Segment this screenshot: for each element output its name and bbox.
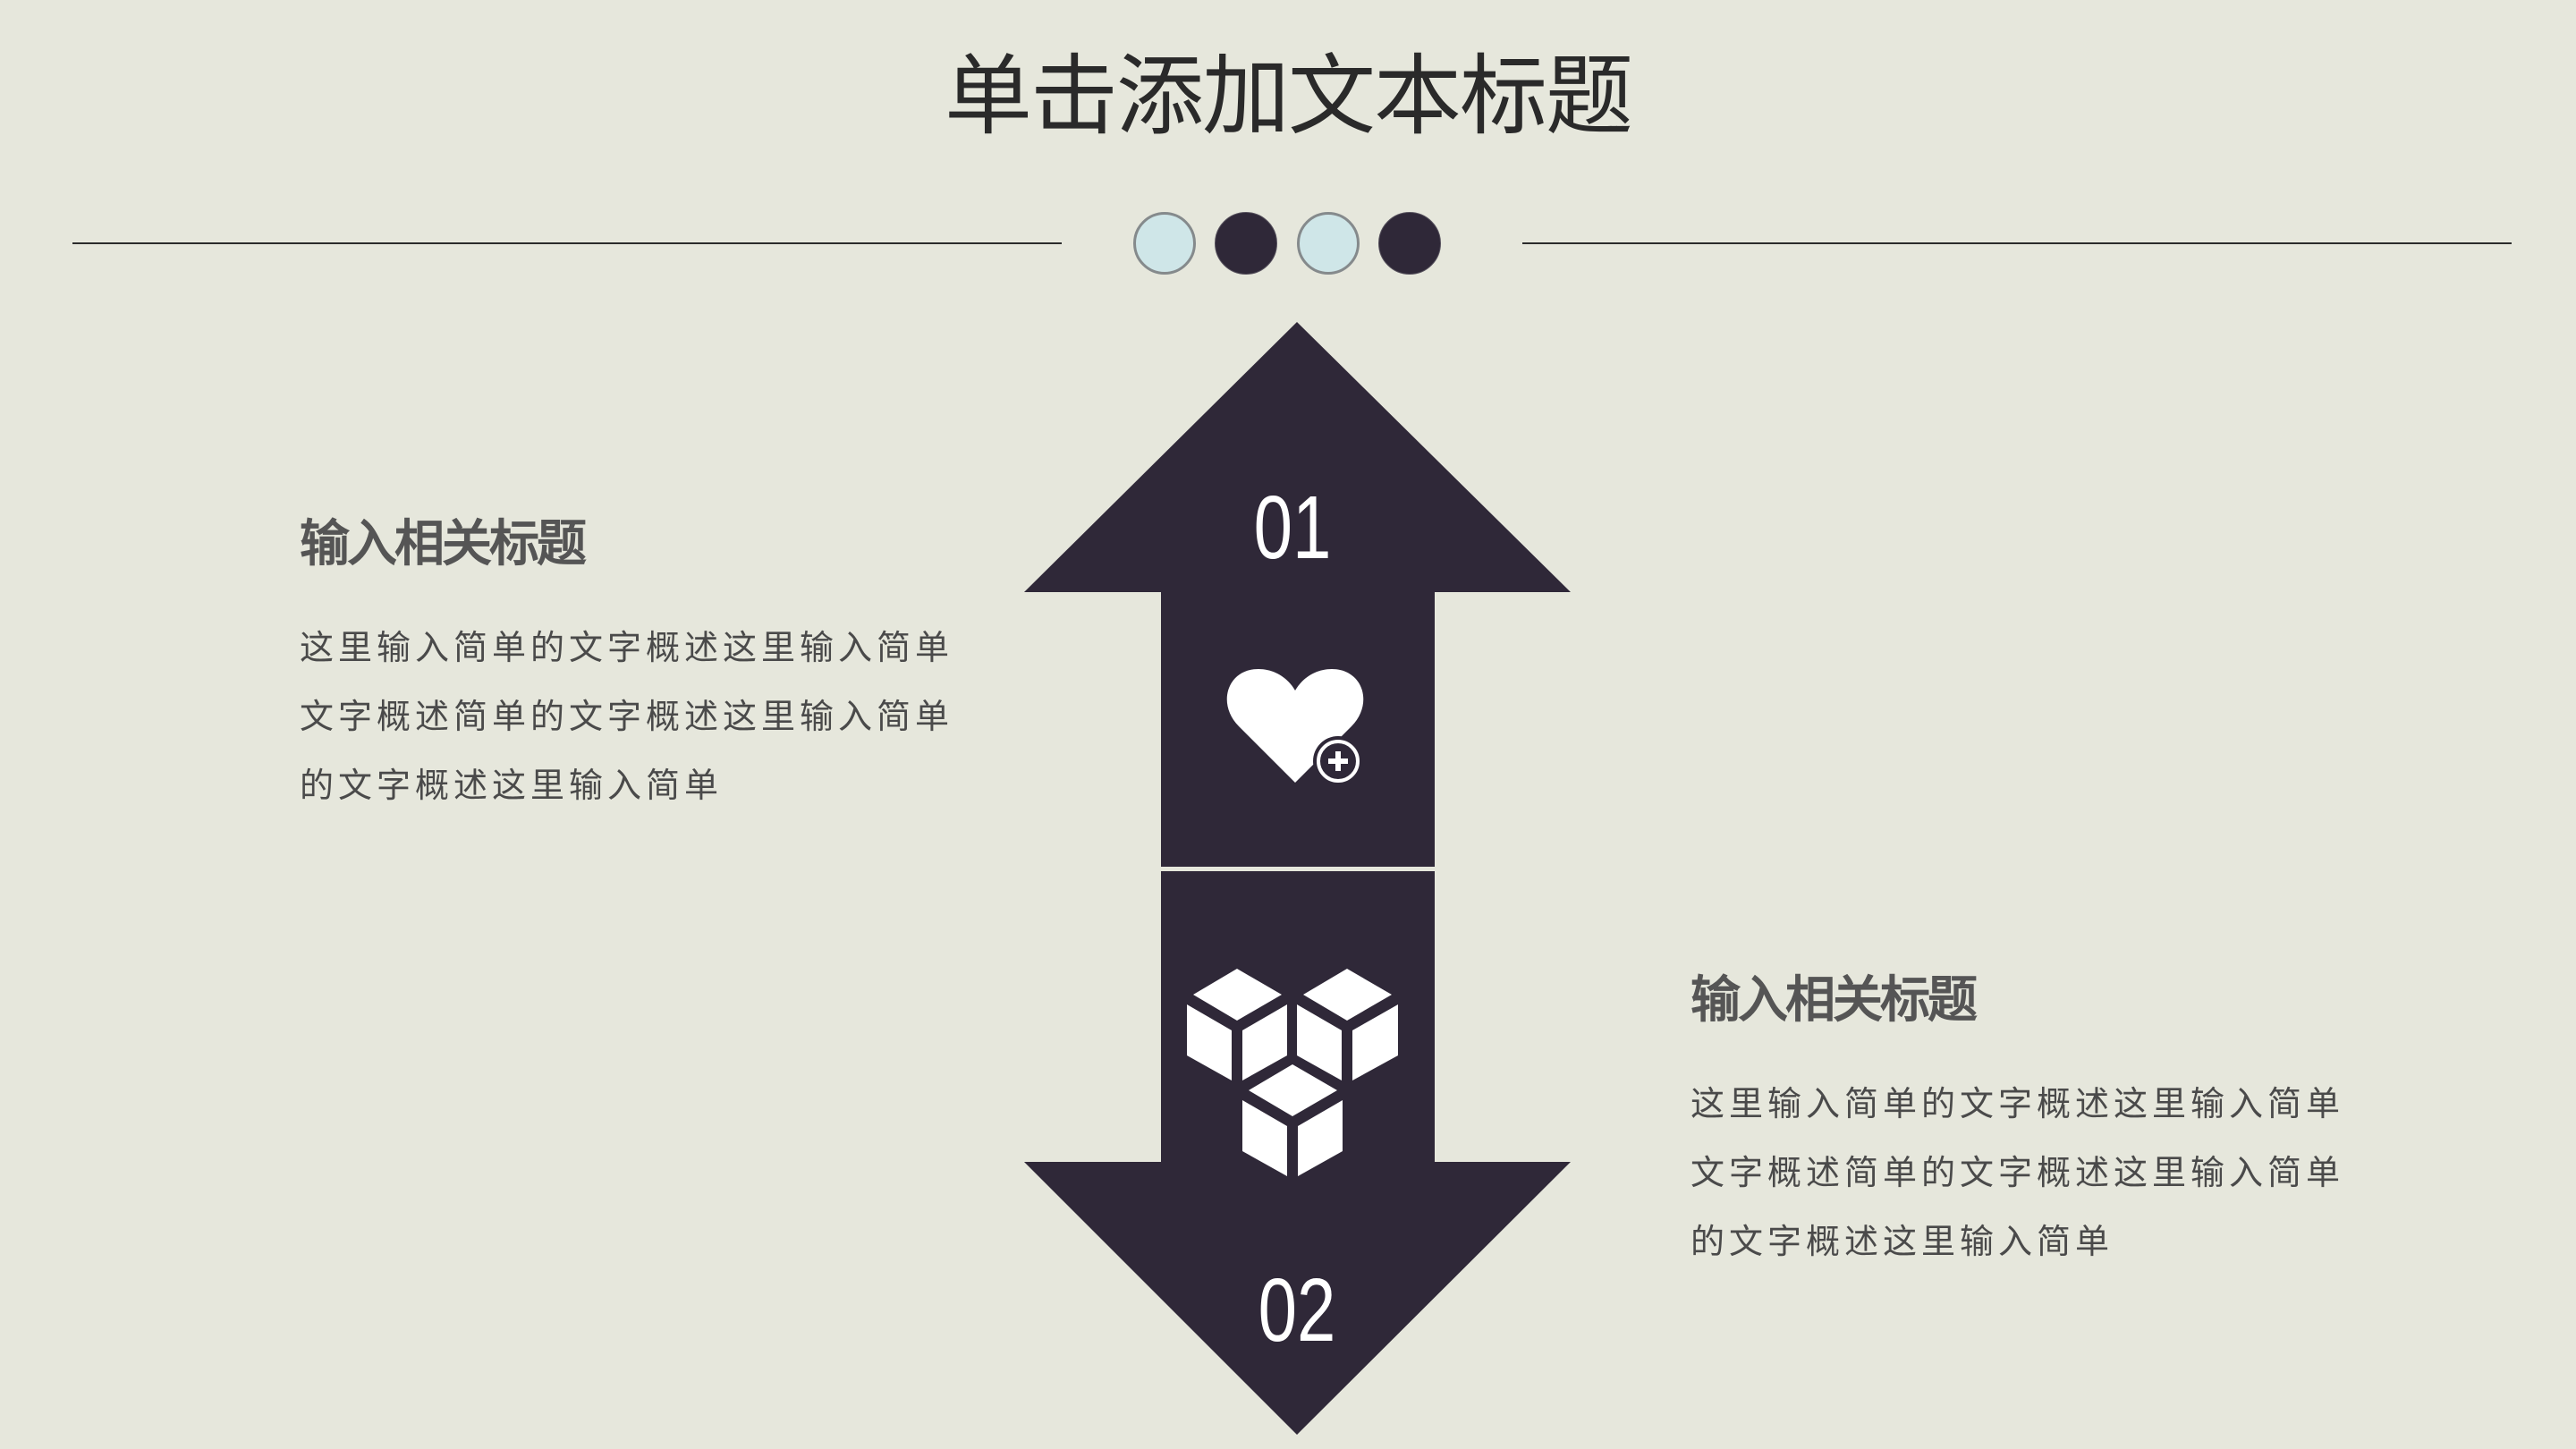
divider-dot-dark-1 bbox=[1215, 212, 1277, 275]
up-arrow-shape bbox=[1024, 322, 1571, 867]
divider-dot-light-1 bbox=[1133, 212, 1196, 275]
divider-dot-light-2 bbox=[1297, 212, 1360, 275]
block-2-body-line-3: 的文字概述这里输入简单 bbox=[1690, 1222, 2114, 1261]
block-1-heading[interactable]: 输入相关标题 bbox=[300, 515, 587, 573]
divider-dot-dark-2 bbox=[1378, 212, 1441, 275]
divider-line-right bbox=[1522, 242, 2512, 244]
block-1-body-line-2: 文字概述简单的文字概述这里输入简单 bbox=[300, 697, 954, 736]
block-1-body-line-3: 的文字概述这里输入简单 bbox=[300, 766, 724, 805]
slide-title[interactable]: 单击添加文本标题 bbox=[944, 46, 1633, 148]
block-1-body-line-1: 这里输入简单的文字概述这里输入简单 bbox=[300, 628, 954, 667]
down-arrow-shape bbox=[1024, 871, 1571, 1435]
step-number-02[interactable]: 02 bbox=[1258, 1260, 1336, 1360]
block-2-body-line-1: 这里输入简单的文字概述这里输入简单 bbox=[1690, 1084, 2345, 1123]
step-number-01[interactable]: 01 bbox=[1253, 478, 1332, 578]
heart-plus-icon bbox=[1226, 669, 1364, 786]
divider-line-left bbox=[72, 242, 1062, 244]
block-1-body[interactable]: 这里输入简单的文字概述这里输入简单 文字概述简单的文字概述这里输入简单 的文字概… bbox=[300, 614, 979, 820]
block-2-body[interactable]: 这里输入简单的文字概述这里输入简单 文字概述简单的文字概述这里输入简单 的文字概… bbox=[1690, 1070, 2370, 1276]
cubes-icon bbox=[1187, 969, 1398, 1176]
block-2-heading[interactable]: 输入相关标题 bbox=[1690, 971, 1978, 1030]
block-2-body-line-2: 文字概述简单的文字概述这里输入简单 bbox=[1690, 1153, 2345, 1192]
